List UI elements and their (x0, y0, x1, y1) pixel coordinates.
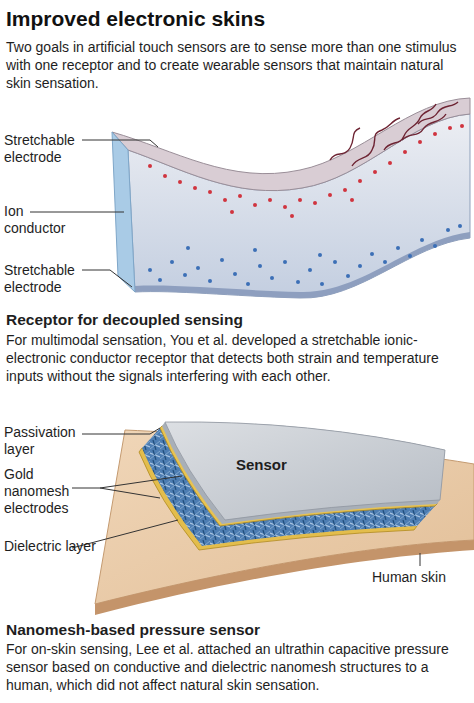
top-electrode (112, 98, 470, 191)
negative-ions (148, 224, 462, 286)
part-label: Gold nanomesh electrodes (4, 466, 76, 517)
passivation-layer (165, 422, 445, 520)
part-label: Dielectric layer (4, 538, 99, 555)
leader-lines (72, 428, 420, 566)
part-label: Ion conductor (4, 203, 79, 237)
conductive-wires (330, 102, 458, 166)
part-label: Stretchable electrode (4, 132, 99, 166)
ionic-band (112, 98, 470, 298)
positive-ions (148, 124, 464, 218)
body-text: For on-skin sensing, Lee et al. attached… (6, 640, 468, 694)
ion-conductor-face (128, 114, 470, 298)
intro-text: Two goals in artificial touch sensors ar… (6, 38, 468, 92)
section-heading: Receptor for decoupled sensing (6, 310, 468, 329)
bottom-electrode (135, 232, 470, 298)
part-label: Human skin (372, 569, 446, 586)
passivation-edge (162, 422, 445, 524)
title: Improved electronic skins (6, 6, 468, 32)
part-label: Passivation layer (4, 424, 99, 458)
section-heading: Nanomesh-based pressure sensor (6, 620, 468, 639)
part-label: Stretchable electrode (4, 262, 99, 296)
skin-and-sensor (95, 422, 474, 615)
sensor-label: Sensor (236, 456, 287, 474)
skin-edge (95, 540, 474, 615)
body-text: For multimodal sensation, You et al. dev… (6, 331, 468, 385)
